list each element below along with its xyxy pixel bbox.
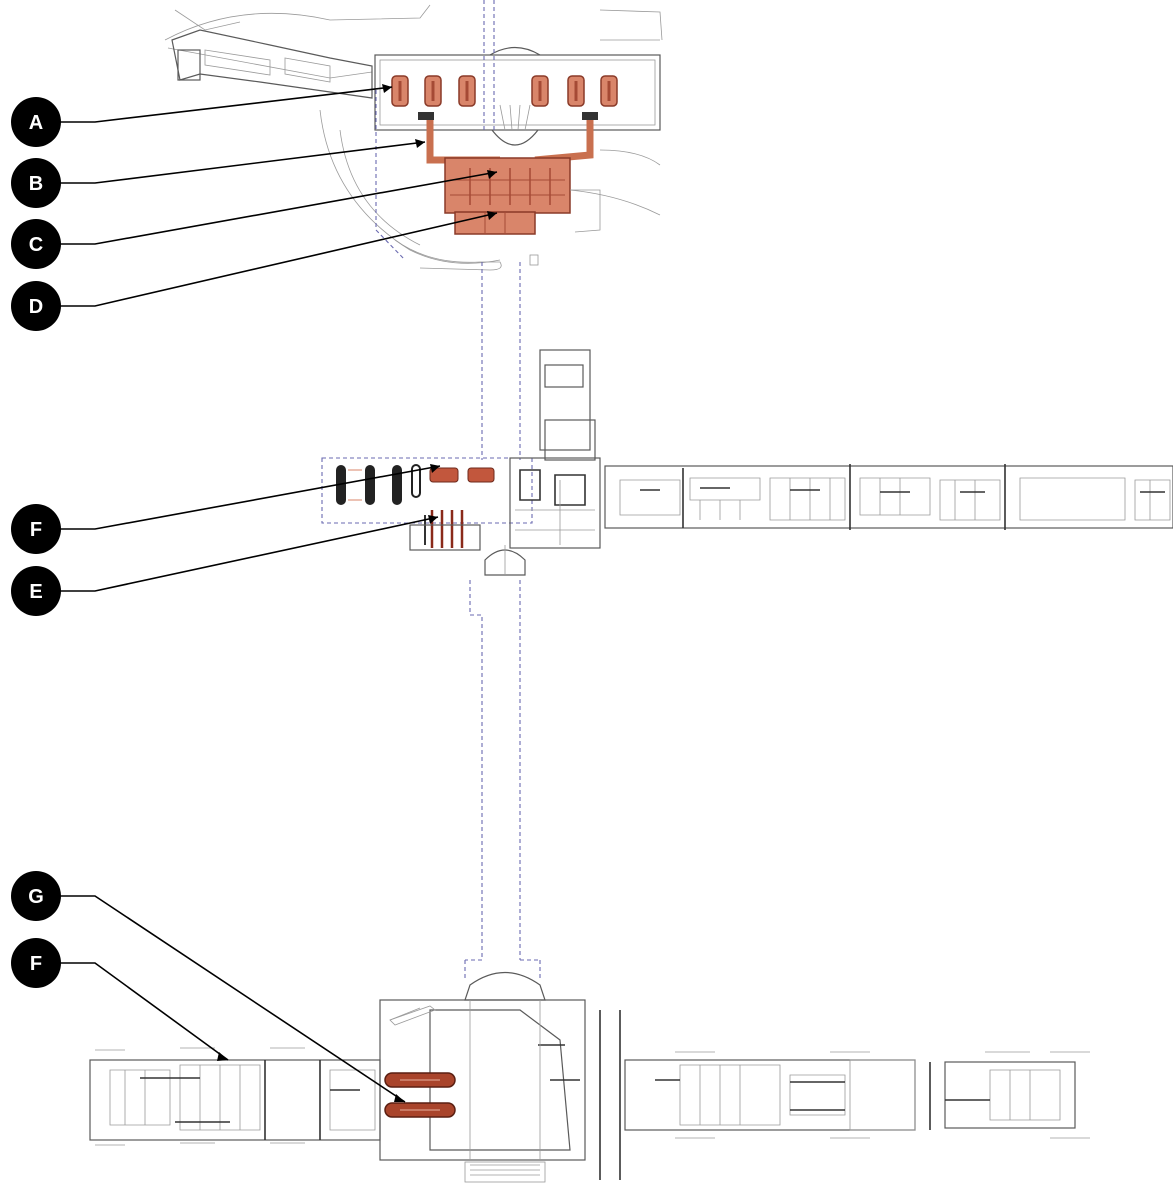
highlight-zone-b (418, 112, 598, 164)
callout-f-mid-label: F (30, 519, 42, 541)
highlight-zone-c (444, 157, 571, 214)
callout-c: C (11, 219, 61, 269)
callout-c-label: C (29, 234, 43, 256)
callout-e: E (11, 566, 61, 616)
leader-lines (36, 84, 498, 1103)
callout-b-label: B (29, 173, 43, 195)
callout-g-label: G (28, 886, 44, 908)
highlight-zone-d (454, 211, 536, 235)
south-terminal-plan (89, 972, 1090, 1183)
highlight-zone-g (384, 1072, 456, 1118)
callout-f-south-label: F (30, 953, 42, 975)
callout-a-label: A (29, 112, 43, 134)
corridor-north (464, 262, 541, 980)
callout-e-label: E (29, 581, 42, 603)
mid-concourse-plan (321, 349, 1173, 576)
callout-b: B (11, 158, 61, 208)
callout-d: D (11, 281, 61, 331)
callout-d-label: D (29, 296, 43, 318)
highlight-zone-a (391, 75, 618, 107)
highlight-zone-f-mid (336, 464, 495, 505)
callout-f-mid: F (11, 504, 61, 554)
callout-f-south: F (11, 938, 61, 988)
callout-g: G (11, 871, 61, 921)
main-terminal-plan (164, 0, 663, 271)
callout-a: A (11, 97, 61, 147)
